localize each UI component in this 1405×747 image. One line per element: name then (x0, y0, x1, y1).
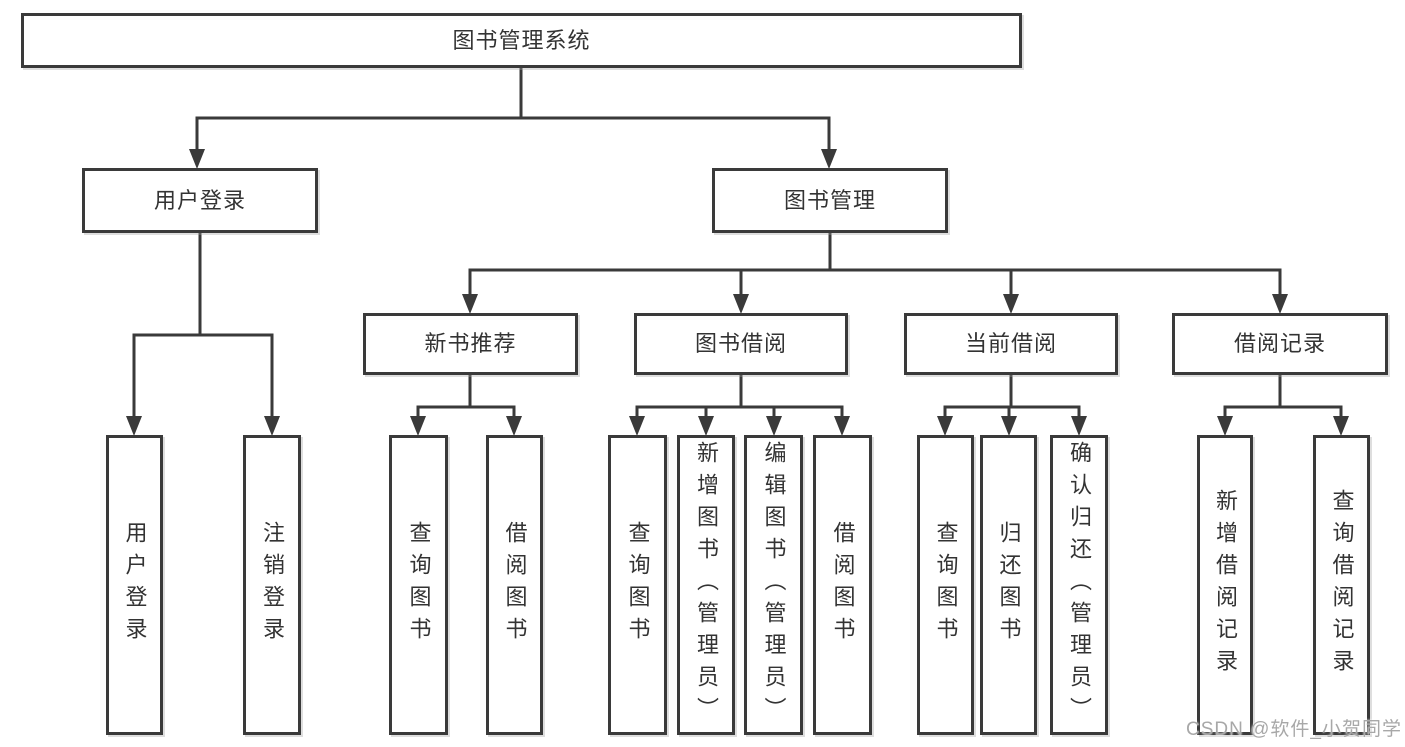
node-add-borrow-record-label: 新增借阅记录 (1213, 489, 1238, 681)
node-edit-books-admin: 编辑图书（管理员） (744, 435, 803, 735)
node-logout: 注销登录 (243, 435, 301, 735)
node-book-borrowing: 图书借阅 (634, 313, 848, 375)
node-return-books-label: 归还图书 (996, 521, 1022, 649)
node-borrow-books-borrowing: 借阅图书 (813, 435, 872, 735)
node-user-login-leaf-label: 用户登录 (122, 521, 148, 649)
node-query-borrow-record-label: 查询借阅记录 (1329, 489, 1355, 681)
node-logout-label: 注销登录 (260, 521, 285, 649)
node-user-login-leaf: 用户登录 (106, 435, 163, 735)
node-query-books-borrowing: 查询图书 (608, 435, 667, 735)
node-query-books-current: 查询图书 (917, 435, 974, 735)
node-user-login: 用户登录 (82, 168, 318, 233)
node-confirm-return-admin: 确认归还（管理员） (1050, 435, 1108, 735)
node-current-borrowing: 当前借阅 (904, 313, 1118, 375)
node-borrow-books-recommend: 借阅图书 (486, 435, 543, 735)
node-query-books-current-label: 查询图书 (933, 521, 959, 649)
node-edit-books-admin-label: 编辑图书（管理员） (761, 441, 787, 729)
node-borrowing-records: 借阅记录 (1172, 313, 1388, 375)
node-book-management: 图书管理 (712, 168, 948, 233)
node-new-book-recommendation: 新书推荐 (363, 313, 578, 375)
node-query-books-recommend-label: 查询图书 (406, 521, 432, 649)
node-query-borrow-record: 查询借阅记录 (1313, 435, 1370, 735)
node-add-borrow-record: 新增借阅记录 (1197, 435, 1253, 735)
node-return-books: 归还图书 (980, 435, 1037, 735)
node-add-books-admin: 新增图书（管理员） (677, 435, 735, 735)
node-borrow-books-recommend-label: 借阅图书 (502, 521, 528, 649)
node-borrow-books-borrowing-label: 借阅图书 (830, 521, 856, 649)
node-book-management-system: 图书管理系统 (21, 13, 1022, 68)
node-add-books-admin-label: 新增图书（管理员） (694, 441, 719, 729)
node-query-books-borrowing-label: 查询图书 (625, 521, 651, 649)
node-confirm-return-admin-label: 确认归还（管理员） (1067, 441, 1092, 729)
node-query-books-recommend: 查询图书 (389, 435, 448, 735)
watermark: CSDN @软件_小贺同学 (1186, 719, 1402, 740)
